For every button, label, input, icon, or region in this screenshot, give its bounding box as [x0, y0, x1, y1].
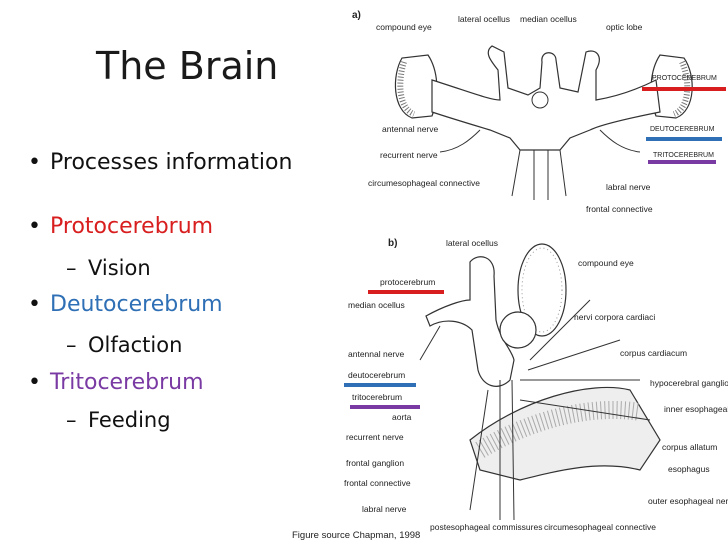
bullet-text: Olfaction: [88, 333, 183, 357]
fig-b-label-corpus-cardiacum: corpus cardiacum: [620, 348, 687, 358]
bullet-glyph: •: [28, 370, 41, 395]
sub-bullet-item: –Vision: [66, 256, 151, 280]
fig-a-label-optic-lobe: optic lobe: [606, 22, 643, 32]
fig-a-deuto-marker: [646, 137, 722, 141]
bullet-glyph: •: [28, 214, 41, 239]
fig-a-antennal-nerves: [439, 129, 641, 153]
fig-a-label-compound-eye: compound eye: [376, 22, 432, 32]
fig-a-left-eye-facets: [397, 61, 416, 117]
fig-b-label-median-ocellus: median ocellus: [348, 300, 405, 310]
sub-bullet-item: –Feeding: [66, 408, 171, 432]
fig-a-label-lateral-ocellus: lateral ocellus: [458, 14, 510, 24]
fig-b-label-compound-eye: compound eye: [578, 258, 634, 268]
bullet-text: Feeding: [88, 408, 171, 432]
fig-b-nerves: [419, 299, 651, 521]
fig-b-label-recurrent-nerve: recurrent nerve: [346, 432, 404, 442]
figure-b-panel-label: b): [388, 238, 397, 249]
fig-a-label-circumesophageal: circumesophageal connective: [368, 178, 480, 188]
bullet-text: Tritocerebrum: [50, 370, 204, 395]
bullet-item: • Protocerebrum: [28, 214, 213, 239]
fig-b-deuto-marker: [344, 383, 416, 387]
bullet-text: Processes information: [50, 150, 293, 175]
fig-a-trito-marker: [648, 160, 716, 164]
fig-b-protocerebrum-lobe: [499, 311, 537, 349]
fig-a-label-recurrent-nerve: recurrent nerve: [380, 150, 438, 160]
fig-b-label-postesophageal: postesophageal commissures: [430, 522, 542, 532]
bullet-glyph: •: [28, 150, 41, 175]
dash-glyph: –: [66, 333, 77, 357]
fig-b-label-frontal-connective: frontal connective: [344, 478, 411, 488]
fig-b-compound-eye: [517, 243, 567, 337]
fig-a-label-labral-nerve: labral nerve: [606, 182, 651, 192]
fig-a-label-tritocerebrum: TRITOCEREBRUM: [653, 152, 714, 159]
sub-bullet-item: –Olfaction: [66, 333, 182, 357]
figure-source: Figure source Chapman, 1998: [292, 530, 421, 541]
bullet-item: • Deutocerebrum: [28, 292, 223, 317]
fig-a-proto-marker: [642, 87, 726, 91]
fig-a-median-ocellus: [531, 91, 549, 109]
fig-b-label-labral-nerve: labral nerve: [362, 504, 407, 514]
fig-b-eye-facets: [521, 247, 563, 333]
fig-b-label-antennal-nerve: antennal nerve: [348, 349, 405, 359]
fig-b-label-lateral-ocellus: lateral ocellus: [446, 238, 498, 248]
fig-a-label-deutocerebrum: DEUTOCEREBRUM: [650, 126, 715, 133]
fig-b-label-frontal-ganglion: frontal ganglion: [346, 458, 404, 468]
fig-a-label-protocerebrum: PROTOCEREBRUM: [652, 75, 717, 82]
bullet-item: • Tritocerebrum: [28, 370, 204, 395]
fig-a-label-frontal-connective: frontal connective: [586, 204, 653, 214]
bullet-text: Vision: [88, 256, 151, 280]
dash-glyph: –: [66, 408, 77, 432]
fig-b-label-outer-esophageal-nerve: outer esophageal nerve: [648, 496, 728, 506]
fig-b-label-aorta: aorta: [392, 412, 412, 422]
figure-a: a) compound eye lateral ocellus median o…: [352, 10, 726, 214]
fig-b-trito-marker: [350, 405, 420, 409]
fig-b-label-esophagus: esophagus: [668, 464, 710, 474]
fig-b-label-deutocerebrum: deutocerebrum: [348, 370, 405, 380]
dash-glyph: –: [66, 256, 77, 280]
fig-b-label-corpus-allatum: corpus allatum: [662, 442, 717, 452]
fig-b-esophagus-stipple: [475, 401, 642, 458]
bullet-text: Protocerebrum: [50, 214, 214, 239]
figure-b: b) lateral ocellus compound eye protocer…: [344, 238, 728, 532]
fig-b-proto-marker: [368, 290, 444, 294]
fig-b-label-hypocerebral-ganglion: hypocerebral ganglion: [650, 378, 728, 388]
fig-b-label-inner-esophageal-nerve: inner esophageal nerve: [664, 404, 728, 414]
fig-b-label-circumesophageal: circumesophageal connective: [544, 522, 656, 532]
figure-a-panel-label: a): [352, 10, 361, 21]
fig-b-label-tritocerebrum: tritocerebrum: [352, 392, 402, 402]
fig-b-brain: [425, 256, 515, 387]
fig-a-label-antennal-nerve: antennal nerve: [382, 124, 439, 134]
fig-b-label-nervi-corpora-cardiaci: nervi corpora cardiaci: [574, 312, 655, 322]
slide-title: The Brain: [96, 44, 279, 88]
fig-a-label-median-ocellus: median ocellus: [520, 14, 577, 24]
fig-b-esophagus: [469, 386, 661, 481]
fig-b-label-protocerebrum: protocerebrum: [380, 277, 435, 287]
bullet-item: • Processes information: [28, 150, 292, 175]
fig-a-connectives: [511, 149, 567, 200]
fig-a-left-eye: [394, 54, 438, 119]
bullet-text: Deutocerebrum: [50, 292, 223, 317]
bullet-glyph: •: [28, 292, 41, 317]
